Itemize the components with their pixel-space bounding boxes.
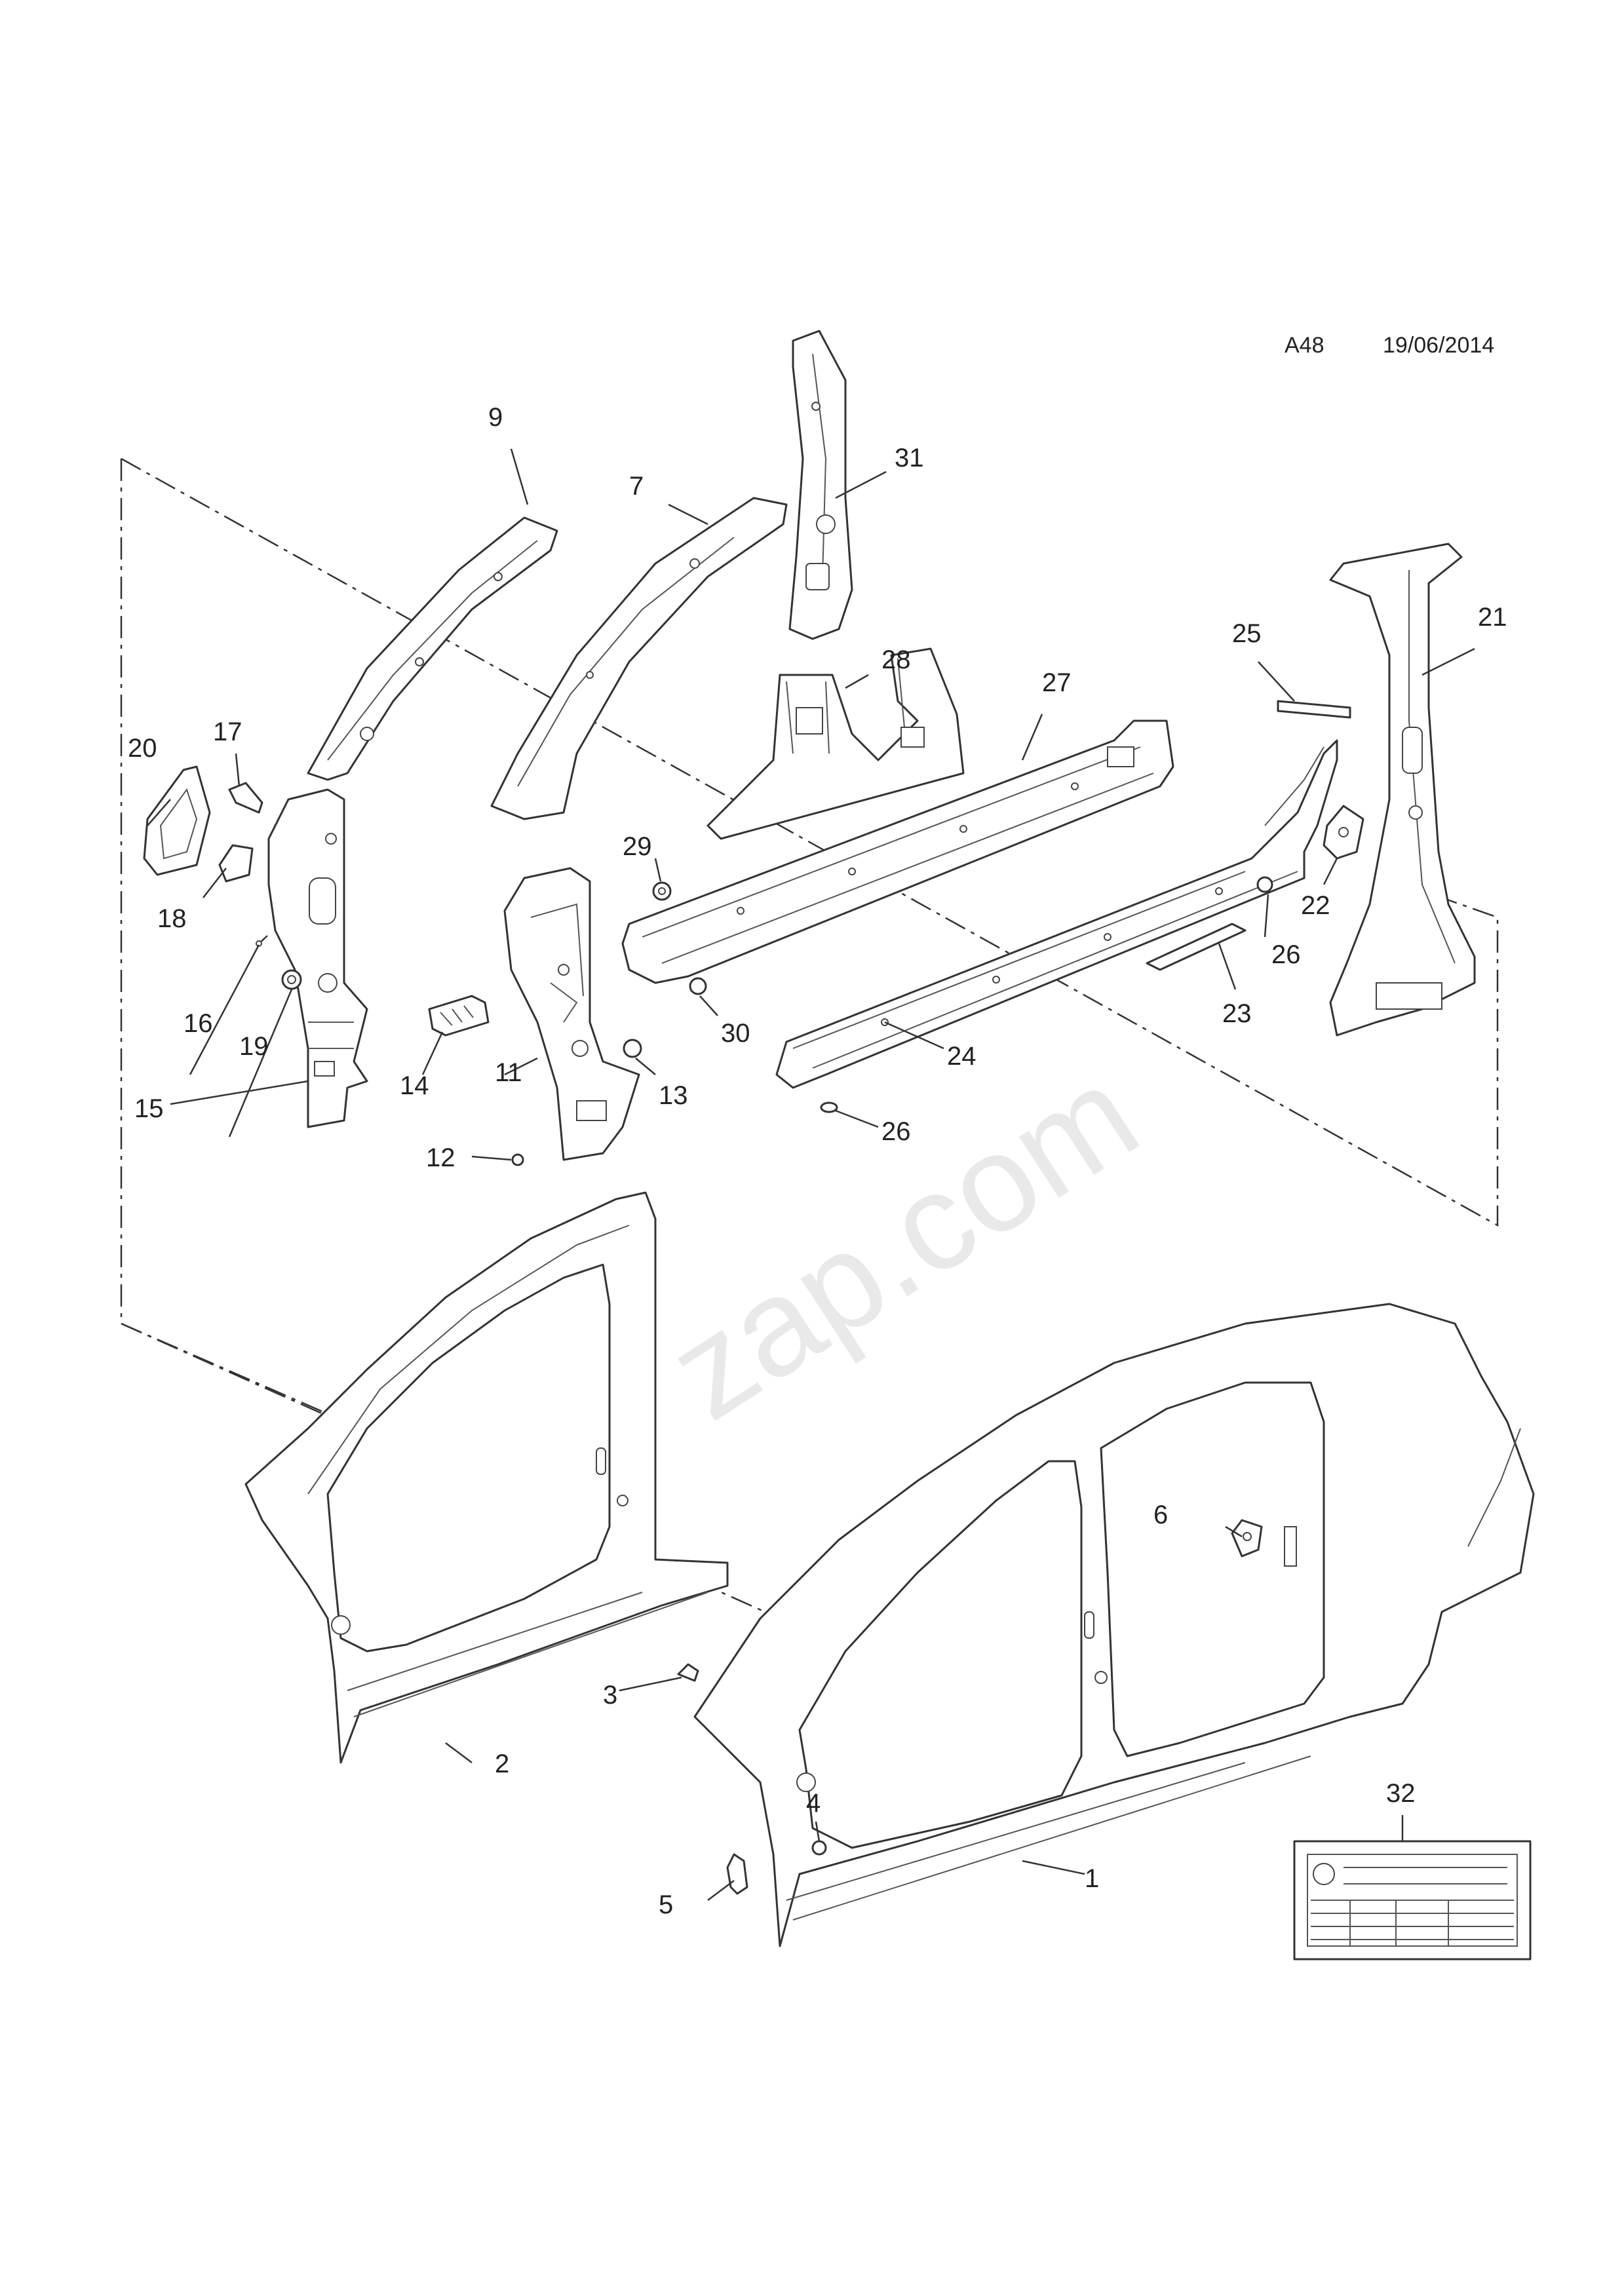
callout-21: 21 xyxy=(1478,603,1507,632)
callout-24: 24 xyxy=(947,1042,976,1071)
callout-6: 6 xyxy=(1153,1501,1168,1529)
part-2-body-side-outer xyxy=(244,1191,729,1764)
callout-26-rear: 26 xyxy=(1271,940,1301,969)
part-25-strip xyxy=(1277,700,1351,719)
part-4-clip xyxy=(811,1840,827,1856)
callout-18: 18 xyxy=(157,904,187,933)
part-32-label xyxy=(1293,1840,1532,1961)
part-14-plate xyxy=(428,995,490,1037)
part-3-bracket xyxy=(677,1663,699,1682)
callout-9: 9 xyxy=(488,403,503,432)
part-7-a-pillar-reinforcement xyxy=(490,497,788,820)
part-16-pin xyxy=(256,935,268,947)
callout-11: 11 xyxy=(495,1058,522,1087)
part-12-grommet xyxy=(511,1153,524,1166)
callout-7: 7 xyxy=(629,472,644,501)
callout-14: 14 xyxy=(400,1071,429,1100)
part-26-grommet-front xyxy=(820,1101,838,1113)
part-28-rocker-reinforcement-upper xyxy=(706,647,965,840)
callout-5: 5 xyxy=(659,1890,673,1919)
callout-16: 16 xyxy=(184,1009,213,1038)
part-11-b-pillar-lower xyxy=(503,867,640,1161)
part-21-c-pillar-inner xyxy=(1329,543,1476,1037)
callout-4: 4 xyxy=(806,1789,821,1818)
leader-lines xyxy=(147,448,1475,1901)
part-27-sill-inner xyxy=(621,719,1174,984)
callout-27: 27 xyxy=(1042,668,1072,697)
part-6-clip xyxy=(1231,1519,1263,1558)
part-20-bracket xyxy=(143,765,211,876)
part-13-plug xyxy=(623,1039,642,1058)
part-22-bracket xyxy=(1323,805,1364,860)
part-26-grommet-rear xyxy=(1256,876,1273,893)
callout-29: 29 xyxy=(623,832,652,861)
callout-19: 19 xyxy=(239,1032,269,1061)
callout-26-front: 26 xyxy=(881,1117,911,1146)
callout-17: 17 xyxy=(213,718,242,746)
callout-2: 2 xyxy=(495,1750,509,1778)
part-30-nut xyxy=(689,977,707,995)
callout-20: 20 xyxy=(128,734,157,763)
callout-25: 25 xyxy=(1232,619,1262,648)
part-29-nut xyxy=(652,881,672,901)
callout-32: 32 xyxy=(1386,1779,1416,1808)
callout-3: 3 xyxy=(603,1681,617,1710)
callout-23: 23 xyxy=(1222,999,1252,1028)
callout-labels: 9 7 31 20 17 18 16 19 15 14 11 13 12 28 … xyxy=(128,403,1507,1919)
callout-22: 22 xyxy=(1301,891,1330,920)
callout-1: 1 xyxy=(1085,1864,1099,1893)
part-31-b-pillar-upper xyxy=(788,330,853,640)
part-19-grommet xyxy=(281,969,302,990)
diagram-code: A48 xyxy=(1285,333,1324,358)
callout-28: 28 xyxy=(881,645,911,674)
part-18-cap xyxy=(218,844,254,883)
callout-15: 15 xyxy=(134,1094,164,1123)
callout-13: 13 xyxy=(659,1081,688,1110)
part-1-body-side-outer xyxy=(693,1303,1535,1947)
callout-31: 31 xyxy=(895,444,924,472)
part-9-a-pillar-inner xyxy=(307,516,558,781)
diagram-date: 19/06/2014 xyxy=(1383,333,1494,358)
part-15-a-pillar-lower xyxy=(267,788,368,1128)
part-17-clip xyxy=(228,782,263,814)
callout-30: 30 xyxy=(721,1019,750,1048)
part-23-rod xyxy=(1146,923,1247,971)
part-5-bracket xyxy=(726,1853,748,1895)
callout-12: 12 xyxy=(426,1143,455,1172)
